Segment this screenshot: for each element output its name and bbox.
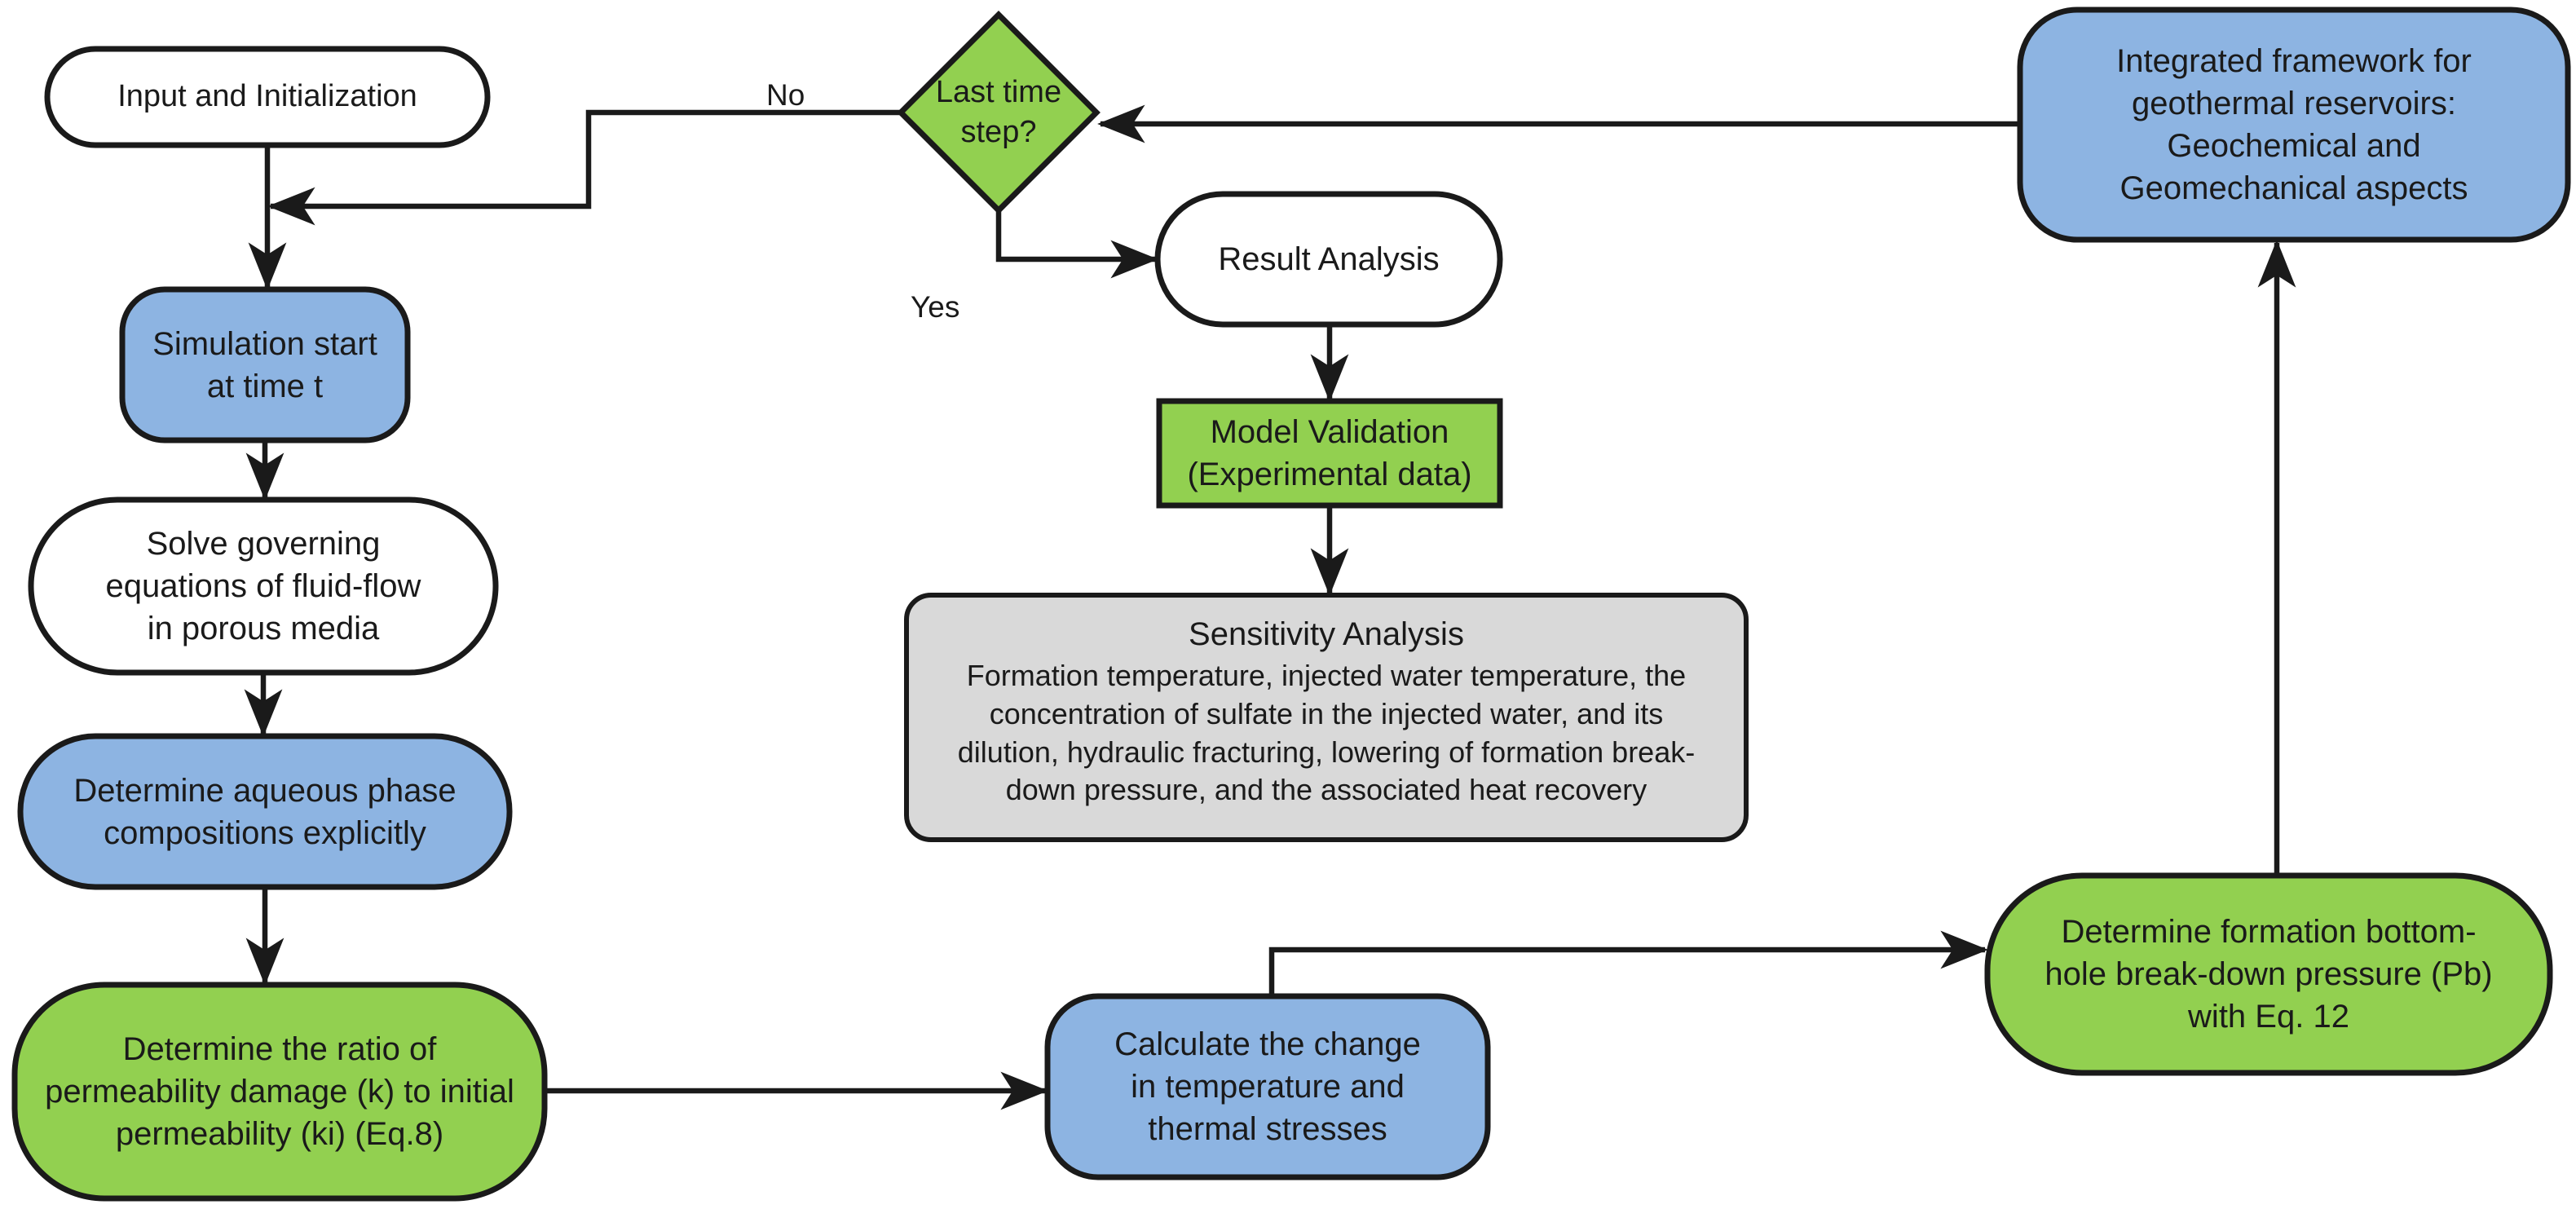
edge-lasttimestep-no-loop (267, 109, 901, 226)
node-last-time-step-shape[interactable] (897, 11, 1101, 214)
node-integrated-framework-shape[interactable] (2017, 7, 2571, 243)
edge-label-yes: Yes (911, 290, 960, 324)
nodes-layer (11, 7, 2571, 1202)
node-model-validation-shape[interactable] (1156, 398, 1503, 509)
node-solve-governing-equations-shape[interactable] (28, 496, 499, 676)
edge-label-no: No (766, 78, 805, 112)
node-determine-breakdown-pressure-shape[interactable] (1984, 872, 2553, 1076)
node-simulation-start-shape[interactable] (119, 286, 411, 443)
node-calculate-temperature-change-shape[interactable] (1044, 993, 1491, 1180)
node-input-initialization-shape[interactable] (44, 46, 491, 148)
edge-lasttimestep-yes-result (995, 210, 1158, 279)
node-result-analysis-shape[interactable] (1154, 191, 1503, 328)
edges-layer (244, 104, 2296, 1110)
node-determine-aqueous-phase-shape[interactable] (17, 733, 513, 890)
node-sensitivity-analysis-shape[interactable] (904, 593, 1749, 842)
edge-calculate-to-breakdown (1268, 930, 1988, 996)
node-determine-permeability-ratio-shape[interactable] (11, 982, 548, 1202)
